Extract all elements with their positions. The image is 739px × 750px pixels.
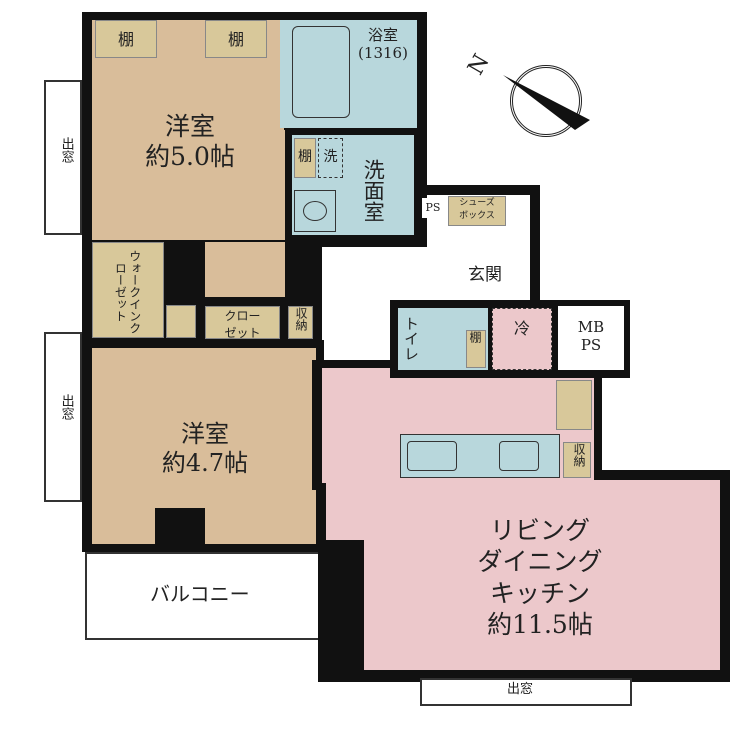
column <box>155 508 205 548</box>
ldk <box>364 480 720 670</box>
bay-window-3: 出窓 <box>420 678 632 706</box>
room-western-1-ext <box>205 242 285 297</box>
ldk-label: リビングダイニングキッチン約11.5帖 <box>477 516 603 639</box>
fridge-space: 冷 <box>492 308 552 370</box>
bathtub <box>292 26 350 118</box>
shelf-2: 棚 <box>205 20 267 58</box>
wall <box>418 185 538 195</box>
shelf-1: 棚 <box>95 20 157 58</box>
room-western-1-ext <box>205 130 285 250</box>
walk-in-closet: ウォークインクローゼット <box>92 242 164 338</box>
storage-2: 収納 <box>563 442 591 478</box>
compass-icon <box>510 65 582 137</box>
stove-icon <box>499 441 539 471</box>
balcony-label: バルコニー <box>150 582 250 606</box>
sink <box>294 190 336 232</box>
storage-1: 収納 <box>288 306 313 339</box>
kitchen-sink-icon <box>407 441 457 471</box>
bay-window-2: 出窓 <box>44 332 82 502</box>
washroom-label: 洗面室 <box>361 158 386 222</box>
wall <box>530 185 540 300</box>
toilet-label: トイレ <box>402 316 420 361</box>
bathroom-label: 浴室(1316) <box>358 26 408 62</box>
closet: クローゼット <box>205 306 280 340</box>
shelf-toilet: 棚 <box>466 330 486 368</box>
room-western-2-label: 洋室約4.7帖 <box>161 420 249 477</box>
kitchen-storage <box>556 380 592 430</box>
shelf-wash: 棚 <box>294 138 316 178</box>
ldk-ext <box>326 480 366 540</box>
washer-space: 洗 <box>318 138 343 178</box>
closet-shelf <box>166 305 196 338</box>
shoe-box: シューズボックス <box>448 196 506 226</box>
room-western-1-label: 洋室約5.0帖 <box>145 112 235 171</box>
north-label: N <box>463 50 495 80</box>
bay-window-1: 出窓 <box>44 80 82 235</box>
ps: PS <box>422 198 444 218</box>
kitchen-counter <box>400 434 560 478</box>
compass-needle-icon <box>503 75 590 130</box>
bathroom <box>280 20 417 128</box>
entrance-label: 玄関 <box>468 265 502 285</box>
